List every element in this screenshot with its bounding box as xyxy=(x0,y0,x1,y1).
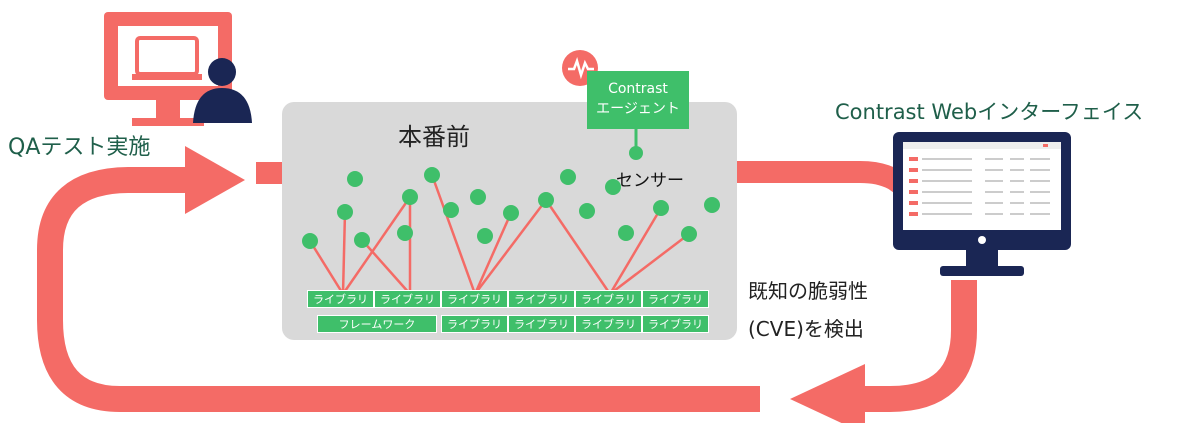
cve-label-line1: 既知の脆弱性 xyxy=(748,279,868,303)
agent-box: Contrast エージェント xyxy=(587,71,689,129)
library-box: ライブラリ xyxy=(642,315,709,333)
desktop-computer-icon xyxy=(104,12,232,126)
library-box: ライブラリ xyxy=(575,315,642,333)
stage-title: 本番前 xyxy=(398,123,470,151)
user-silhouette-icon xyxy=(193,58,252,123)
cve-flow-arrow xyxy=(860,280,977,412)
library-box: ライブラリ xyxy=(575,290,642,308)
web-interface-label: Contrast Webインターフェイス xyxy=(835,100,1144,124)
library-box: ライブラリ xyxy=(508,315,575,333)
agent-label-line1: Contrast xyxy=(608,81,668,97)
framework-box: フレームワーク xyxy=(317,315,437,333)
flow-stage-entry xyxy=(256,162,282,184)
return-loop-arrow xyxy=(37,167,760,412)
stage-panel xyxy=(282,102,737,340)
sensor-label: センサー xyxy=(616,171,684,191)
library-box: ライブラリ xyxy=(307,290,374,308)
library-box: ライブラリ xyxy=(441,290,508,308)
cve-flow-arrowhead xyxy=(790,364,865,423)
component-nodes xyxy=(302,167,720,249)
agent-label-line2: エージェント xyxy=(596,101,680,117)
return-loop-arrowhead xyxy=(185,146,245,214)
library-box: ライブラリ xyxy=(441,315,508,333)
monitor-dashboard-icon xyxy=(893,132,1071,276)
library-box: ライブラリ xyxy=(642,290,709,308)
flow-to-ui-connector xyxy=(736,161,923,205)
qa-testing-label: QAテスト実施 xyxy=(8,135,151,160)
dependency-lines xyxy=(308,174,690,295)
agent-sensor-node xyxy=(629,146,643,160)
library-box: ライブラリ xyxy=(508,290,575,308)
cve-label-line2: (CVE)を検出 xyxy=(748,317,864,341)
library-box: ライブラリ xyxy=(374,290,441,308)
